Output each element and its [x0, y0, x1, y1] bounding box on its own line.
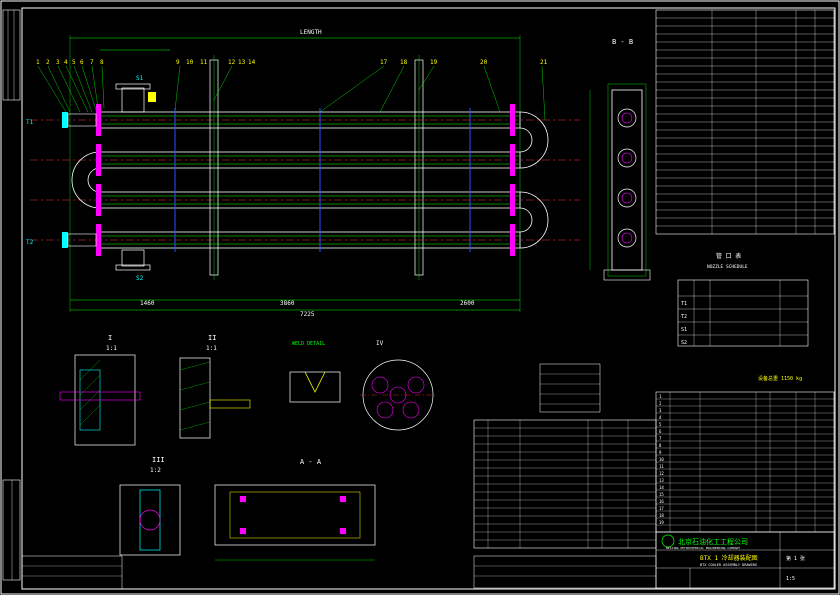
nozzle-row-label: T1 — [681, 301, 687, 307]
svg-text:1460: 1460 — [140, 300, 155, 307]
svg-text:18: 18 — [400, 59, 408, 66]
view-a-a: A - A — [214, 458, 376, 561]
svg-text:11: 11 — [200, 59, 208, 66]
bom-part-number: 7 — [659, 436, 662, 441]
detail-i: I 1:1 — [59, 334, 141, 446]
svg-text:9: 9 — [176, 59, 180, 66]
bom-part-number: 15 — [659, 492, 664, 497]
weld-list — [539, 363, 601, 413]
nozzle-row-label: S2 — [681, 340, 687, 346]
bom-part-number: 14 — [659, 485, 664, 490]
svg-text:14: 14 — [248, 59, 256, 66]
svg-text:S2: S2 — [136, 275, 144, 282]
svg-text:7: 7 — [90, 59, 94, 66]
bom-part-number: 10 — [659, 457, 664, 462]
weight-label: 设备总重 1150 kg — [758, 375, 802, 382]
detail-ii: II 1:1 — [179, 334, 251, 439]
detail-views: I 1:1 II 1:1 WELD DETAIL — [59, 334, 436, 561]
svg-text:6: 6 — [80, 59, 84, 66]
svg-text:19: 19 — [430, 59, 438, 66]
svg-text:3: 3 — [56, 59, 60, 66]
bom-part-number: 2 — [659, 401, 662, 406]
svg-text:12: 12 — [228, 59, 236, 66]
svg-text:1: 1 — [36, 59, 40, 66]
svg-text:7225: 7225 — [300, 311, 315, 318]
svg-text:8: 8 — [100, 59, 104, 66]
svg-text:III: III — [152, 456, 165, 464]
section-bb-title: B - B — [612, 38, 633, 46]
detail-iii: III 1:2 — [119, 456, 181, 556]
svg-text:T1: T1 — [26, 119, 34, 126]
bill-of-materials-left — [473, 419, 657, 549]
svg-text:IV: IV — [376, 340, 384, 347]
svg-text:1:2: 1:2 — [150, 467, 161, 474]
svg-text:2600: 2600 — [460, 300, 475, 307]
svg-text:I: I — [108, 334, 112, 342]
company-name-en: BEIJING PETROCHEMICAL ENGINEERING COMPAN… — [666, 546, 740, 550]
technical-data-table — [655, 9, 835, 235]
nozzle-row-label: T2 — [681, 314, 687, 320]
drawing-name: BTX 1 冷却器装配图 — [700, 554, 758, 562]
section-b-b-view: B - B — [589, 38, 651, 281]
svg-text:1:1: 1:1 — [206, 345, 217, 352]
scale-label: 1:5 — [786, 576, 795, 582]
bom-part-number: 8 — [659, 443, 662, 448]
bom-part-number: 13 — [659, 478, 664, 483]
drawing-name-en: BTX COOLER ASSEMBLY DRAWING — [700, 563, 757, 567]
bom-part-number: 11 — [659, 464, 664, 469]
svg-text:1:1: 1:1 — [106, 345, 117, 352]
svg-text:10: 10 — [186, 59, 194, 66]
detail-weld: WELD DETAIL — [289, 341, 341, 403]
company-name-cn: 北京石油化工工程公司 — [678, 537, 748, 546]
svg-text:WELD DETAIL: WELD DETAIL — [292, 341, 325, 347]
nozzle-row-label: S1 — [681, 327, 687, 333]
bom-part-number: 16 — [659, 499, 664, 504]
left-margin-strip — [2, 9, 21, 581]
svg-text:3860: 3860 — [280, 300, 295, 307]
svg-text:A - A: A - A — [300, 458, 322, 466]
svg-text:4: 4 — [64, 59, 68, 66]
sheet-label: 第 1 张 — [786, 555, 805, 562]
bom-part-number: 9 — [659, 450, 662, 455]
svg-text:2: 2 — [46, 59, 50, 66]
bom-part-number: 4 — [659, 415, 662, 420]
bom-part-number: 18 — [659, 513, 664, 518]
svg-text:T2: T2 — [26, 239, 34, 246]
bom-part-number: 17 — [659, 506, 664, 511]
svg-text:13: 13 — [238, 59, 246, 66]
svg-text:LENGTH: LENGTH — [300, 29, 322, 36]
bom-part-number: 6 — [659, 429, 662, 434]
svg-text:II: II — [208, 334, 216, 342]
bom-part-number: 1 — [659, 394, 662, 399]
nozzle-table-subtitle: NOZZLE SCHEDULE — [707, 264, 748, 270]
svg-text:5: 5 — [72, 59, 76, 66]
inner-frame — [21, 7, 836, 590]
svg-text:20: 20 — [480, 59, 488, 66]
detail-tube-sheet: IV — [360, 340, 436, 431]
bom-part-number: 5 — [659, 422, 662, 427]
bom-part-number: 12 — [659, 471, 664, 476]
bom-part-number: 19 — [659, 520, 664, 525]
svg-text:21: 21 — [540, 59, 548, 66]
nozzle-table-title: 管 口 表 — [716, 252, 741, 260]
title-block: 北京石油化工工程公司 BEIJING PETROCHEMICAL ENGINEE… — [473, 531, 835, 589]
company-logo-icon — [661, 534, 675, 548]
svg-text:17: 17 — [380, 59, 388, 66]
svg-text:S1: S1 — [136, 75, 144, 82]
bom-part-number: 3 — [659, 408, 662, 413]
